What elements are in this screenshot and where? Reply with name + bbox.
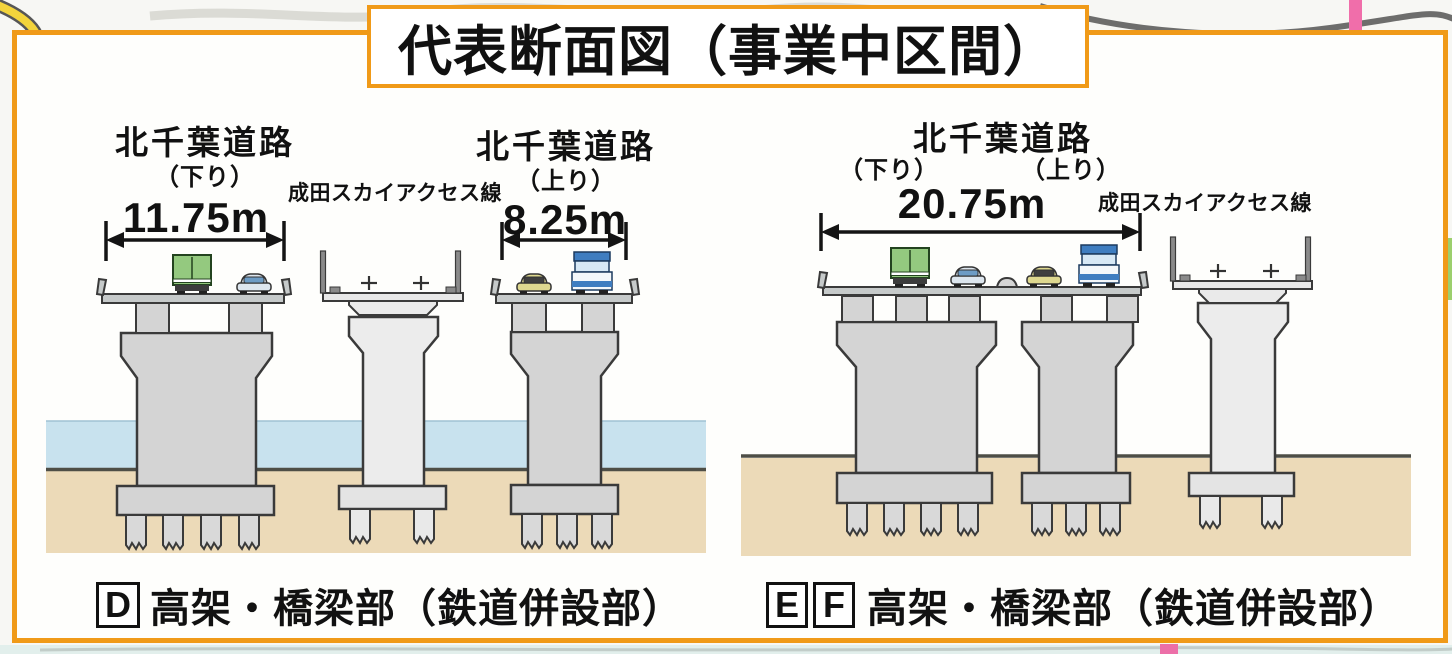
label-left-road-down-direction: （下り） [155, 164, 255, 191]
label-left-road-up-direction: （上り） [516, 168, 616, 195]
label-left-road-down-name: 北千葉道路 [115, 124, 295, 161]
label-right-direction-up: （上り） [1021, 157, 1121, 184]
page-title: 代表断面図（事業中区間） [398, 22, 1058, 82]
label-rail-line-left: 成田スカイアクセス線 [288, 182, 502, 205]
caption-right-text: 高架・橋梁部（鉄道併設部） [867, 587, 1400, 631]
map-pink-marker-bottom [1160, 644, 1178, 654]
map-texture-bottom [39, 646, 1452, 652]
caption-left-text: 高架・橋梁部（鉄道併設部） [150, 587, 683, 631]
dimension-left-road-down: 11.75m [122, 194, 270, 241]
badge-f: F [813, 582, 855, 628]
dimension-right-road: 20.75m [897, 180, 1047, 227]
title-box: 代表断面図（事業中区間） [367, 5, 1089, 88]
map-pink-marker-top [1349, 0, 1362, 36]
label-right-road-name: 北千葉道路 [913, 120, 1093, 157]
caption-left: D 高架・橋梁部（鉄道併設部） [96, 576, 683, 634]
dimension-left-road-up: 8.25m [502, 196, 628, 243]
label-rail-line-right: 成田スカイアクセス線 [1098, 192, 1312, 215]
label-right-direction-down: （下り） [839, 157, 939, 184]
label-left-road-up-name: 北千葉道路 [476, 128, 656, 165]
badge-e: E [766, 582, 808, 628]
caption-right: E F 高架・橋梁部（鉄道併設部） [766, 576, 1400, 634]
badge-d: D [96, 582, 140, 628]
